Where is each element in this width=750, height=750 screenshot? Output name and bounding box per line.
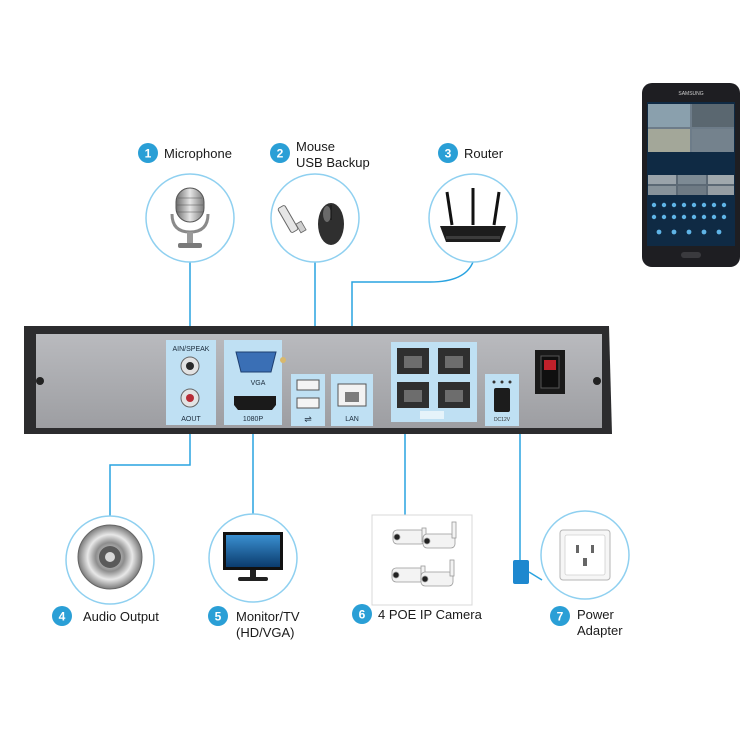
- badge-1: [138, 143, 158, 163]
- svg-text:Monitor/TV: Monitor/TV: [236, 609, 300, 624]
- usb-icon: ⇌: [304, 414, 312, 424]
- power-adapter-callout: [513, 510, 630, 600]
- label-audio-output: 4 Audio Output: [52, 606, 159, 626]
- router-connector: [351, 261, 474, 372]
- monitor-callout: [208, 513, 298, 603]
- svg-text:Adapter: Adapter: [577, 623, 623, 638]
- hdmi-label: 1080P: [243, 416, 264, 423]
- label-microphone: 1 Microphone: [138, 143, 232, 163]
- microphone-icon: [170, 187, 210, 248]
- label-router: 3 Router: [438, 143, 504, 163]
- ip-camera-icon: [391, 521, 457, 587]
- nvr-rear-panel: AIN/SPEAK AOUT VGA 1080P ⇌: [24, 326, 612, 434]
- video-ports: VGA 1080P: [224, 340, 286, 425]
- svg-text:Power: Power: [577, 607, 615, 622]
- dc-jack: [494, 388, 510, 412]
- power-switch: [535, 350, 565, 394]
- phone-camera-feeds: [648, 104, 734, 195]
- vga-label: VGA: [251, 380, 266, 387]
- lan-port-block: LAN: [331, 374, 373, 426]
- badge-7: [550, 606, 570, 626]
- mouse-icon: [318, 203, 344, 245]
- svg-text:USB Backup: USB Backup: [296, 155, 370, 170]
- svg-text:Microphone: Microphone: [164, 146, 232, 161]
- svg-text:6: 6: [359, 608, 366, 622]
- svg-text:4 POE IP Camera: 4 POE IP Camera: [378, 607, 483, 622]
- label-power-adapter: 7 Power Adapter: [550, 606, 623, 638]
- lan-label: LAN: [345, 416, 359, 423]
- label-mouse-usb: 2 Mouse USB Backup: [270, 139, 370, 170]
- phone-control-icons: [651, 202, 727, 235]
- audio-ports: AIN/SPEAK AOUT: [166, 340, 216, 425]
- mouse-usb-callout: [270, 173, 360, 263]
- svg-text:1: 1: [145, 147, 152, 161]
- dc-port-block: DC12V: [485, 374, 519, 426]
- microphone-callout: [145, 173, 235, 263]
- svg-text:3: 3: [445, 147, 452, 161]
- connector-lines: [109, 261, 521, 560]
- svg-text:5: 5: [215, 610, 222, 624]
- audio-out-connector: [109, 426, 191, 520]
- router-icon: [440, 188, 506, 242]
- svg-text:2: 2: [277, 147, 284, 161]
- aout-label: AOUT: [181, 416, 201, 423]
- wall-outlet-icon: [559, 529, 611, 581]
- usb-drive-icon: [277, 205, 307, 234]
- screw-left: [36, 377, 44, 385]
- usb-ports: ⇌: [291, 374, 325, 426]
- ip-camera-callout: [371, 514, 473, 606]
- svg-text:4: 4: [59, 610, 66, 624]
- badge-4: [52, 606, 72, 626]
- smartphone: SAMSUNG: [642, 83, 740, 267]
- badge-6: [352, 604, 372, 624]
- router-callout: [428, 173, 518, 263]
- vga-port: [235, 351, 277, 373]
- label-poe-camera: 6 4 POE IP Camera: [352, 604, 483, 624]
- badge-2: [270, 143, 290, 163]
- monitor-icon: [223, 532, 283, 581]
- hdmi-port: [234, 396, 276, 410]
- badge-3: [438, 143, 458, 163]
- phone-home-button: [681, 252, 701, 258]
- svg-text:Mouse: Mouse: [296, 139, 335, 154]
- svg-text:7: 7: [557, 610, 564, 624]
- dc-label: DC12V: [494, 417, 511, 423]
- ain-label: AIN/SPEAK: [173, 346, 210, 353]
- svg-text:Audio Output: Audio Output: [83, 609, 159, 624]
- svg-text:(HD/VGA): (HD/VGA): [236, 625, 295, 640]
- screw-right: [593, 377, 601, 385]
- svg-text:Router: Router: [464, 146, 504, 161]
- label-monitor: 5 Monitor/TV (HD/VGA): [208, 606, 300, 640]
- audio-output-callout: [65, 515, 155, 605]
- poe-ports: [391, 342, 477, 422]
- phone-brand: SAMSUNG: [678, 91, 703, 97]
- badge-5: [208, 606, 228, 626]
- power-plug-icon: [513, 560, 543, 584]
